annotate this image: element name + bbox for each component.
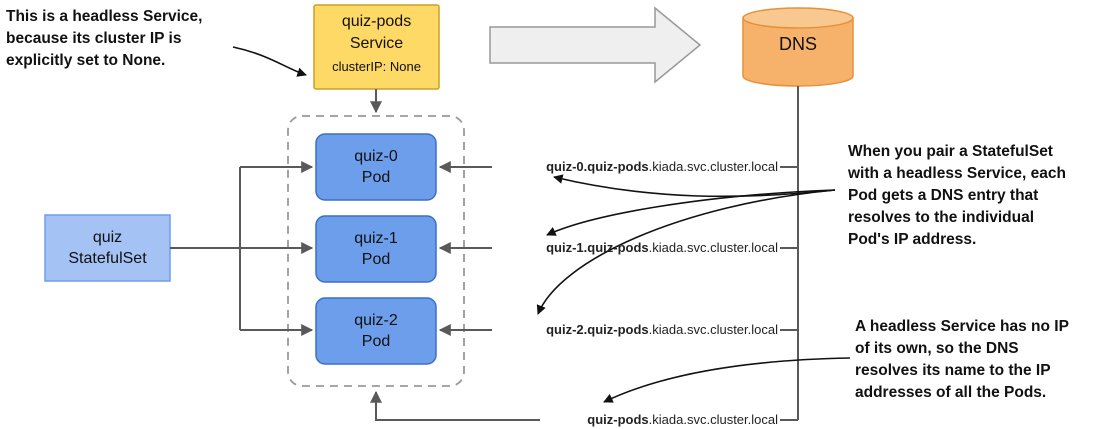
dns-record-quiz-0: quiz-0.quiz-pods.kiada.svc.cluster.local [546,159,778,174]
pod-group [287,115,465,387]
pod-box-quiz-1 [315,215,437,283]
statefulset-name: quiz [92,229,123,246]
dns-record-quiz-1: quiz-1.quiz-pods.kiada.svc.cluster.local [546,240,778,255]
no-ip-note: A headless Service has no IP of its own,… [855,318,1069,401]
pod-box-quiz-0 [315,133,437,201]
headless-service-note: This is a headless Service, because its … [6,8,203,69]
dns-label: DNS [778,34,817,54]
pod-label-quiz-1: quiz-1 Pod [354,230,398,268]
statefulset-kind: StatefulSet [68,250,147,267]
dns-cylinder [742,7,854,87]
service-to-dns-arrow [489,6,702,84]
statefulset-pairing-note: When you pair a StatefulSet with a headl… [848,143,1066,248]
statefulset-label: quiz StatefulSet [45,227,170,269]
service-cluster-ip: clusterIP: None [332,59,421,74]
service-label: quiz-pods Service clusterIP: None [314,11,439,79]
pod-label-quiz-2: quiz-2 Pod [354,312,398,350]
dns-record-connectors [370,161,798,421]
statefulset-connectors [170,161,314,336]
statefulset-box [44,214,171,282]
service-kind: Service [349,35,404,52]
service-name: quiz-pods [341,13,412,30]
annotation-curves [232,46,851,403]
dns-record-quiz-2: quiz-2.quiz-pods.kiada.svc.cluster.local [546,322,778,337]
dns-record-service: quiz-pods.kiada.svc.cluster.local [587,412,778,427]
pod-box-quiz-2 [315,297,437,365]
pod-label-quiz-0: quiz-0 Pod [354,148,398,186]
